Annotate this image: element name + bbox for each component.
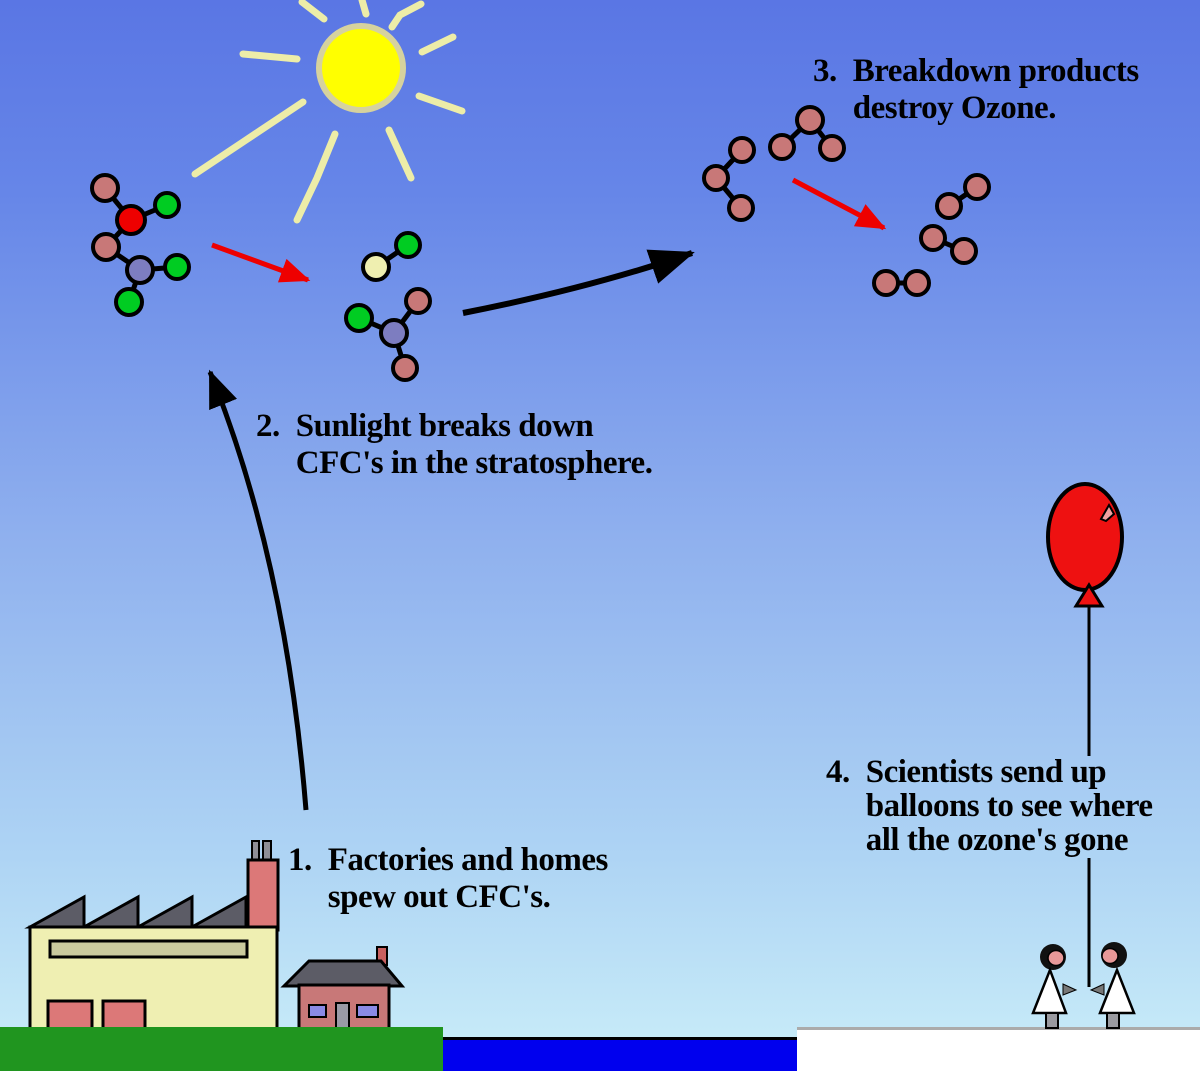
atom-salmon xyxy=(768,133,796,161)
arrow-cfc-rises xyxy=(207,369,309,811)
balloon-highlight xyxy=(1099,502,1116,523)
atom-salmon xyxy=(702,164,730,192)
atom-red xyxy=(115,204,147,236)
atom-salmon xyxy=(728,136,756,164)
step-2-caption: 2. Sunlight breaks down CFC's in the str… xyxy=(256,408,653,482)
ground-edge xyxy=(797,1027,1200,1030)
sun-icon xyxy=(316,23,406,113)
atom-salmon xyxy=(795,105,825,135)
breakdown-chain xyxy=(702,136,756,222)
sun-rays-icon xyxy=(191,0,466,224)
atom-salmon xyxy=(935,192,963,220)
balloon-knot xyxy=(1073,582,1105,608)
house-icon xyxy=(280,946,406,1033)
scientist-left-icon xyxy=(1031,944,1078,1029)
atom-green xyxy=(114,287,144,317)
house-door xyxy=(335,1002,350,1032)
scientist-right-icon xyxy=(1089,942,1136,1029)
atom-salmon xyxy=(727,194,755,222)
balloon-group xyxy=(1046,482,1124,987)
atom-salmon xyxy=(903,269,931,297)
arrow-products-destroy-ozone xyxy=(791,177,887,231)
molecules-layer xyxy=(90,105,991,382)
atom-salmon xyxy=(818,134,846,162)
sun-group xyxy=(191,0,466,224)
balloon-icon xyxy=(1046,482,1124,592)
step-4-caption: 4. Scientists send up balloons to see wh… xyxy=(826,755,1153,857)
atom-salmon xyxy=(950,237,978,265)
house-window xyxy=(308,1004,327,1018)
atom-salmon xyxy=(872,269,900,297)
atom-salmon xyxy=(90,173,120,203)
step-4-text: Scientists send up balloons to see where… xyxy=(865,754,1153,858)
step-1-number: 1. xyxy=(288,842,312,878)
ozone-pair-3 xyxy=(872,269,931,297)
factory-chimney xyxy=(246,858,280,932)
step-2-number: 2. xyxy=(256,408,280,444)
atom-salmon xyxy=(919,224,947,252)
water-strip xyxy=(443,1040,797,1071)
cfc-molecule-intact xyxy=(90,173,191,317)
ground-white xyxy=(797,1030,1200,1071)
atom-salmon xyxy=(391,354,419,382)
step-3-number: 3. xyxy=(813,53,837,89)
step-1-text: Factories and homes spew out CFC's. xyxy=(327,842,609,915)
atom-salmon xyxy=(91,232,121,262)
atom-purple xyxy=(125,255,155,285)
atom-green xyxy=(153,191,181,219)
grass-strip xyxy=(0,1027,443,1071)
water-edge xyxy=(443,1037,797,1040)
step-2-text: Sunlight breaks down CFC's in the strato… xyxy=(295,408,653,481)
atom-salmon xyxy=(963,173,991,201)
house-window xyxy=(356,1004,379,1018)
step-3-text: Breakdown products destroy Ozone. xyxy=(852,53,1139,126)
atom-salmon xyxy=(404,287,432,315)
atom-purple xyxy=(379,318,409,348)
arrows-layer xyxy=(207,177,887,811)
factory-door xyxy=(46,999,94,1033)
cfc-molecule-breaking xyxy=(344,231,432,382)
atom-green xyxy=(394,231,422,259)
house-roof xyxy=(280,959,406,988)
atom-uv xyxy=(361,252,391,282)
step-3-caption: 3. Breakdown products destroy Ozone. xyxy=(813,53,1139,127)
atom-green xyxy=(163,253,191,281)
factory-window-strip xyxy=(48,939,249,959)
step-1-caption: 1. Factories and homes spew out CFC's. xyxy=(288,842,608,916)
step-4-number: 4. xyxy=(826,754,850,790)
factory-door xyxy=(101,999,147,1033)
arrow-sunlight-hits-cfc xyxy=(211,242,311,283)
ozone-pair-1 xyxy=(935,173,991,220)
factory-icon xyxy=(24,840,280,1035)
breakdown-trio xyxy=(768,105,846,162)
atom-green xyxy=(344,303,374,333)
arrow-to-breakdown xyxy=(462,249,695,316)
ozone-pair-2 xyxy=(919,224,978,265)
